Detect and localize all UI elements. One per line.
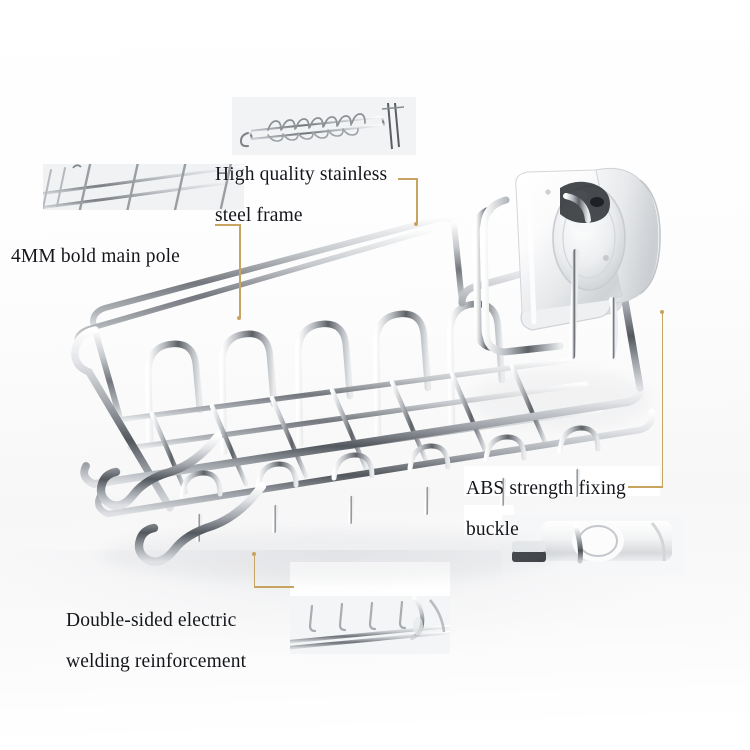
abs-buckle-body [472,167,661,352]
inset-wire-grid-photo [43,164,244,210]
abs-label-plate-line1 [464,466,660,496]
inset-top-rack-photo [232,97,416,155]
callout-label-abs-buckle: ABS strength fixing buckle [466,478,626,540]
inset-weld-detail-photo [290,596,450,654]
callout-label-main-pole: 4MM bold main pole [11,246,180,267]
callout-label-welding-reinforcement: Double-sided electric welding reinforcem… [66,610,247,672]
callout-label-stainless-steel-frame: High quality stainless steel frame [215,164,388,226]
